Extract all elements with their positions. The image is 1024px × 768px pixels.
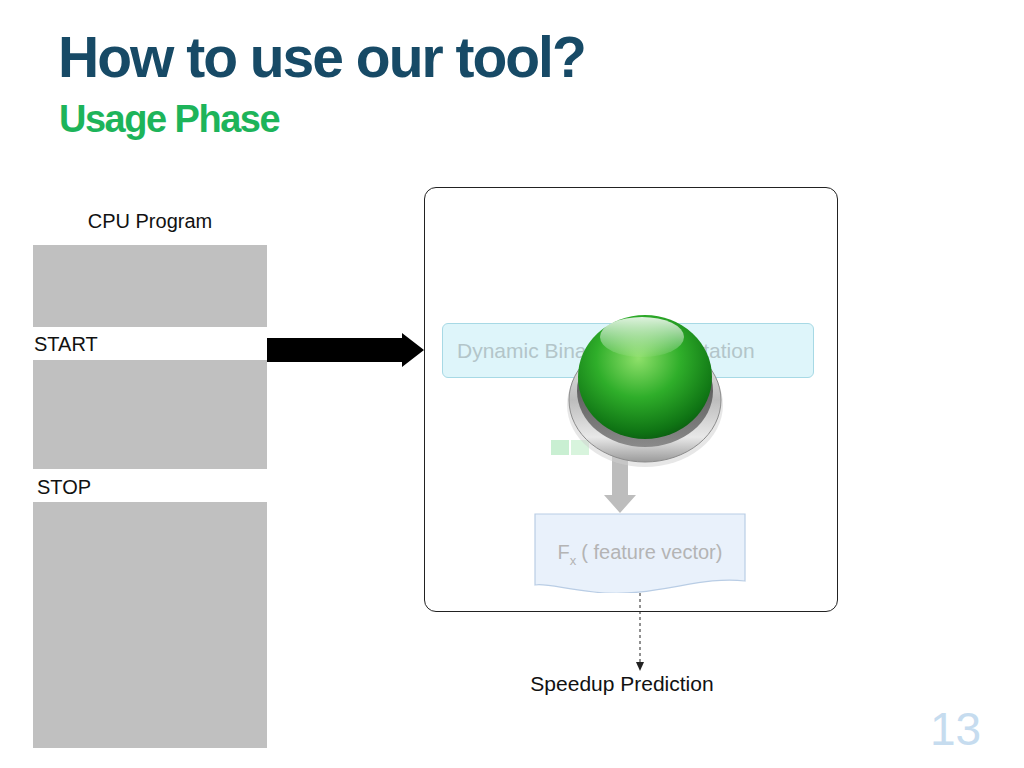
dashed-arrow xyxy=(640,593,641,670)
code-band xyxy=(33,245,267,327)
slide-title: How to use our tool? xyxy=(58,24,585,90)
page-number: 13 xyxy=(930,702,981,756)
marker-label: START xyxy=(34,333,98,356)
flow-arrow xyxy=(267,333,424,367)
feature-subscript: x xyxy=(570,553,577,568)
output-text: Speedup Prediction xyxy=(482,672,762,696)
program-heading: CPU Program xyxy=(33,210,267,233)
button-highlight xyxy=(600,317,684,357)
faded-block xyxy=(551,440,569,455)
output-label: Speedup Prediction xyxy=(482,670,762,700)
document-shape: Fx ( feature vector) xyxy=(534,513,746,593)
slide-subtitle: Usage Phase xyxy=(59,98,279,141)
code-band xyxy=(33,502,267,748)
program-column: CPU ProgramSTART STOP xyxy=(33,205,267,748)
document-text-line: Fx( feature vector) xyxy=(534,541,746,564)
document-path xyxy=(535,514,745,593)
code-band xyxy=(33,360,267,469)
green-button xyxy=(560,305,730,480)
feature-text: ( feature vector) xyxy=(581,541,722,563)
button-dome xyxy=(578,315,712,439)
feature-symbol: F xyxy=(558,541,570,563)
marker-label: STOP xyxy=(37,476,91,499)
